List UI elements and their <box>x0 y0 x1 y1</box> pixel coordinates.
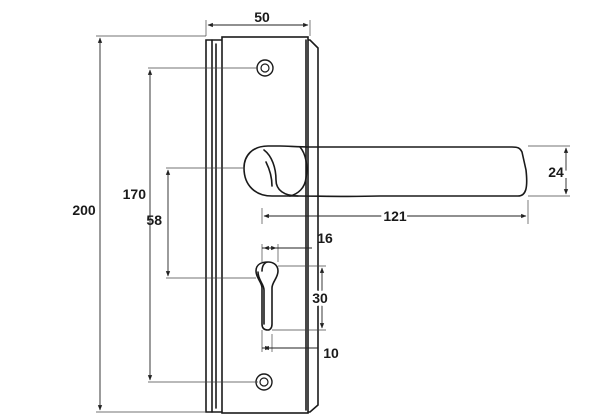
lever-height-label: 24 <box>548 164 564 180</box>
lever-handle <box>243 145 528 198</box>
bottom-screw-icon <box>255 373 273 391</box>
top-screw-icon <box>256 59 274 77</box>
dimension-lines <box>97 22 569 411</box>
keyhole-bottom-width-label: 10 <box>323 345 339 361</box>
handle-to-keyhole-label: 58 <box>146 212 162 228</box>
plate-width-label: 50 <box>254 9 270 25</box>
extension-lines <box>96 20 570 413</box>
back-plate <box>205 36 319 414</box>
keyhole-height-label: 30 <box>312 290 328 306</box>
lever-length-label: 121 <box>383 208 407 224</box>
keyhole-width-label: 16 <box>317 230 333 246</box>
keyhole-icon <box>255 261 279 331</box>
screw-spacing-label: 170 <box>123 186 147 202</box>
dimension-labels: 50 200 170 58 121 24 16 30 10 <box>72 9 567 361</box>
overall-height-label: 200 <box>72 202 96 218</box>
